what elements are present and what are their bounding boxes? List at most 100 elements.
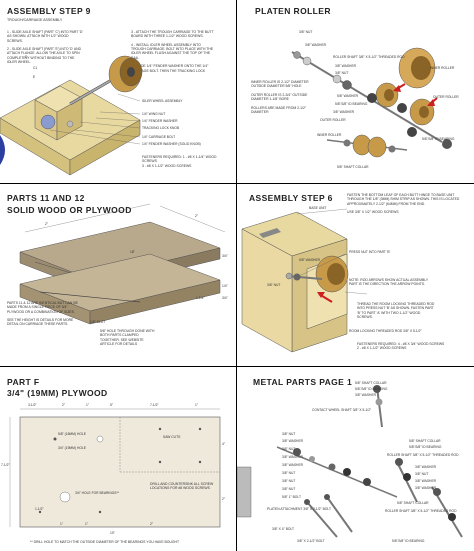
label-tracking-knob: TRACKING LOCK KNOB: [142, 126, 180, 130]
label-bearing-hole: 3/4" HOLE FOR BEARINGS**: [75, 491, 120, 495]
roller-note: INNER ROLLER IS 2-1/2" DIAMETER OUTSIDE …: [251, 80, 309, 115]
letter-e: E: [33, 75, 36, 79]
left-label-6: 3/8" NUT: [282, 471, 296, 475]
panel-title-2: 3/4" (19MM) PLYWOOD: [7, 388, 108, 398]
label-washer: 5/8" WASHER: [299, 258, 321, 262]
right-label-1: 5/8" SHAFT COLLAR: [409, 439, 441, 443]
left-label-2: 3/8" WASHER: [282, 439, 304, 443]
panel-title: PARTS 11 AND 12: [7, 193, 85, 203]
left-label-3: 3/8" NUT: [282, 447, 296, 451]
left-label-7: 3/8" NUT: [282, 479, 296, 483]
panel-title: ASSEMBLY STEP 6: [249, 193, 333, 203]
panel-title: METAL PARTS PAGE 1: [253, 377, 353, 387]
parts-note: PARTS 11 & 12 ARE IDENTICAL BUT CAN BE M…: [7, 301, 78, 327]
label-top-collar: 5/8" SHAFT COLLAR: [355, 381, 387, 385]
label-washer-low: 3/8" WASHER: [333, 110, 355, 114]
left-label-1: 3/8" NUT: [282, 432, 296, 436]
dim-slot-depth: 1/4": [222, 284, 228, 288]
panel-assembly-step-6: ASSEMBLY STEP 6 FASTEN THE BOTTOM LEAF O…: [237, 184, 474, 366]
label-nut-mid: 3/8" NUT: [335, 71, 349, 75]
right-label-4: 3/8" WASHER: [415, 465, 437, 469]
left-label-4: 3/8" WASHER: [282, 455, 304, 459]
label-nut: 3/8" NUT: [267, 283, 281, 287]
panel-title: ASSEMBLY STEP 9: [7, 6, 91, 16]
carriage-illustration: [0, 55, 143, 176]
label-idler-wheel: IDLER WHEEL ASSEMBLY: [142, 99, 183, 103]
dim-10: 1-1/2": [35, 507, 44, 511]
dim-width-top: 2": [45, 222, 49, 226]
label-outer-roller-mid: OUTER ROLLER: [320, 118, 346, 122]
label-drill-note: DRILL AND COUNTERSINK ALL SCREW LOCATION…: [150, 482, 214, 491]
label-slot: 1/8" SLOT: [90, 320, 106, 324]
right-label-9: ROLLER SHAFT 3/8" X 5-1/2" THREADED ROD: [385, 509, 457, 513]
left-label-11: 3/8" X 4" BOLT: [272, 527, 295, 531]
roller-exploded-view: [291, 47, 452, 158]
dim-hole-offset: 1-1/4": [196, 296, 205, 300]
label-fender-washer: 1/4" FENDER WASHER: [142, 119, 178, 123]
left-label-12: 3/8" X 2-1/2" BOLT: [297, 539, 325, 543]
label-washer-top: 3/8" WASHER: [305, 43, 327, 47]
instruction-left: 1 - SLIDE AXLE SHAFT (PART 'C') INTO PAR…: [7, 30, 83, 65]
footnote: ** DRILL HOLE TO MATCH THE OUTSIDE DIAME…: [30, 540, 180, 544]
horizontal-divider-top: [0, 183, 474, 184]
right-label-6: 3/8" WASHER: [415, 479, 437, 483]
vertical-divider: [236, 0, 237, 551]
right-label-5: 3/8" NUT: [415, 472, 429, 476]
dim-thickness: 3/4": [222, 254, 228, 258]
hole-note: 5/8" HOLE THROUGH DONE WITH BOTH PARTS C…: [100, 329, 155, 346]
dim-width-right: 2": [195, 214, 199, 218]
panel-title: PART F: [7, 377, 40, 387]
dim-12: 1": [85, 522, 89, 526]
right-label-2: 5/8"/3/8" ID BEARING: [409, 445, 442, 449]
dim-11: 1": [60, 522, 64, 526]
label-wing-nut: 1/4" WING NUT: [142, 112, 166, 116]
horizontal-divider-bottom: [0, 366, 474, 367]
panel-platen-roller: PLATEN ROLLER 3/8" NUT 3/8" WASHE: [237, 0, 474, 183]
label-outer-roller: OUTER ROLLER: [433, 95, 459, 99]
dim-6: 1": [195, 403, 199, 407]
panel-subtitle: TROUGH/CARRIAGE ASSEMBLY: [7, 18, 63, 22]
letter-c1: C1: [33, 66, 38, 70]
dim-7: 7-1/2": [1, 463, 10, 467]
label-top-washer: 3/8" WASHER: [355, 393, 377, 397]
right-label-8: 5/8" SHAFT COLLAR: [397, 501, 429, 505]
label-shaft-collar: 5/8" SHAFT COLLAR: [337, 165, 369, 169]
label-base-unit: BASE UNIT: [309, 206, 327, 210]
label-roller-shaft: ROLLER SHAFT 3/8" X 5-1/2" THREADED ROD: [333, 55, 405, 59]
label-carriage-bolt: 1/4" CARRIAGE BOLT: [142, 135, 176, 139]
label-fender-washer-knob: 1/4" FENDER WASHER (SOLID KNOB): [142, 142, 201, 146]
panel-part-f: PART F 3/4" (19MM) PLYWOOD 3-1/2" 2" 1" …: [0, 367, 236, 551]
dim-5: 7-1/2": [150, 403, 159, 407]
fasteners-required: FASTENERS REQUIRED: 4 - #8 x 3/4" WOOD S…: [357, 342, 445, 351]
panel-title: PLATEN ROLLER: [255, 6, 331, 16]
label-hole-3-4: 3/4" (19MM) HOLE: [58, 446, 86, 450]
base-assembly-illustration: [241, 208, 368, 353]
panel-metal-parts: METAL PARTS PAGE 1 5/8" SHAFT COLLAR 5/8…: [237, 367, 474, 551]
label-bearing-right: 5/8"/3/8" ID BEARING: [422, 137, 455, 141]
dim-thickness-2: 3/4": [222, 296, 228, 300]
dim-2: 2": [62, 403, 66, 407]
label-top-bearing: 5/8"/3/8" ID BEARING: [355, 387, 388, 391]
note-thread: THREAD THE ROOM LOCKING THREADED ROD INT…: [357, 302, 435, 319]
right-label-7: 3/8" WASHER: [415, 486, 437, 490]
panel-parts-11-12: PARTS 11 AND 12 SOLID WOOD OR PLYWOOD 2"…: [0, 184, 236, 366]
part-f-drawing: [9, 408, 221, 528]
label-bearing-mid: 5/8"/3/8" ID BEARING: [335, 102, 368, 106]
dim-9: 2": [222, 497, 226, 501]
dim-4: 5": [110, 403, 114, 407]
label-contact-shaft: CONTACT WHEEL SHAFT 3/8" X 5-1/2": [312, 408, 372, 412]
right-label-3: ROLLER SHAFT 3/8" X 5-1/2" THREADED ROD: [387, 453, 459, 457]
label-saw-cuts: SAW CUTS: [163, 435, 181, 439]
dim-13: 2": [150, 522, 154, 526]
label-inner-roller: INNER ROLLER: [430, 66, 455, 70]
left-label-5: 3/8" WASHER: [282, 463, 304, 467]
label-locking-rod: ROOM LOCKING THREADED ROD 3/8" X 5-1/2": [349, 329, 422, 333]
letter-d: D: [25, 55, 28, 59]
label-hole-5-8: 5/8" (16MM) HOLE: [58, 432, 86, 436]
dim-3: 1": [86, 403, 90, 407]
note-arrows: NOTE: ROD ARROWS SHOW ACTUAL ASSEMBLY PA…: [349, 278, 429, 287]
label-washer-mid: 3/8" WASHER: [335, 64, 357, 68]
dim-8: 4": [222, 442, 226, 446]
left-label-9: 5/8" 1" BOLT: [282, 495, 301, 499]
instruction-top: FASTEN THE BOTTOM LEAF OF EACH BUTT HING…: [347, 193, 460, 215]
